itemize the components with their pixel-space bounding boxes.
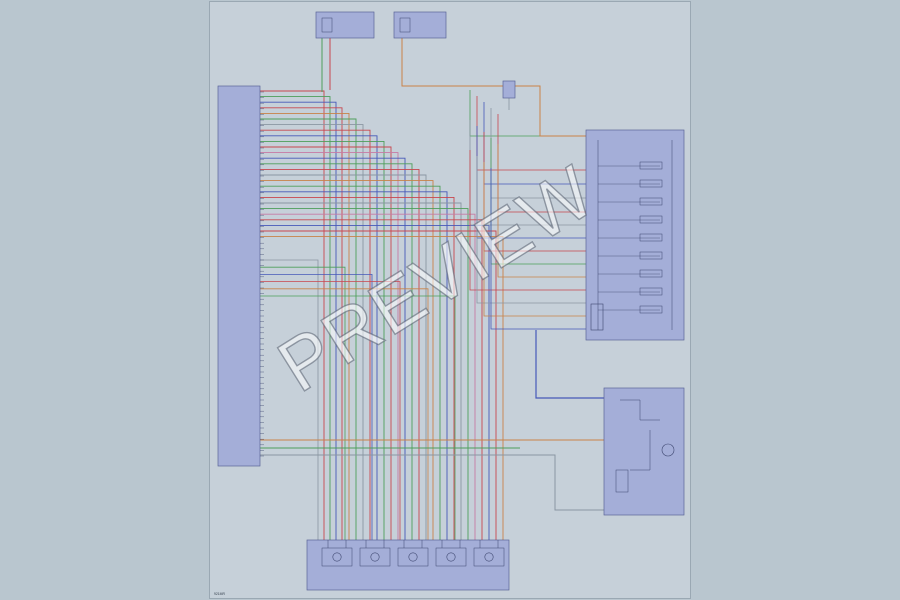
relay-contact [639, 161, 663, 170]
bus-wire-lower [260, 288, 429, 545]
bus-wire [260, 208, 469, 545]
relay-wire [469, 90, 586, 137]
bus-wire [260, 185, 441, 545]
bus-wire [260, 196, 455, 545]
relay-contact [639, 233, 663, 242]
bus-wire [260, 96, 331, 545]
detail-layer [260, 17, 675, 567]
sensor-icon [484, 552, 494, 562]
bus-wire [260, 219, 483, 545]
fuse-element [399, 17, 411, 33]
bus-wire-lower [260, 259, 319, 545]
bus-wire [260, 174, 427, 545]
fuse-element [321, 17, 333, 33]
relay-block [590, 303, 604, 331]
relay-wire [497, 144, 586, 278]
bus-wire-lower [260, 295, 456, 545]
bus-wire [260, 135, 378, 545]
bus-wire [260, 213, 476, 545]
preview-watermark: PREVIEW [264, 149, 609, 408]
relay-contact [639, 251, 663, 260]
sensor-icon [408, 552, 418, 562]
left-control-module [217, 85, 261, 467]
bus-wire [260, 101, 337, 545]
sensor-icon [332, 552, 342, 562]
bus-wire [260, 129, 371, 545]
relay-contact [639, 269, 663, 278]
relay-wire [476, 156, 586, 304]
bus-wire-lower [260, 266, 346, 545]
bus-wire [260, 157, 406, 545]
bus-wire [260, 146, 392, 545]
relay-wire [490, 168, 586, 330]
relay-contact [639, 179, 663, 188]
bus-wire [260, 168, 420, 545]
relay-contact [639, 215, 663, 224]
bus-wire [260, 107, 343, 545]
relay-wire [469, 150, 586, 291]
wire-layer [260, 38, 604, 545]
sensor-housing [359, 547, 391, 567]
sensor-housing [435, 547, 467, 567]
pump-wire [260, 454, 604, 511]
relay-contact [639, 197, 663, 206]
bus-wire [260, 112, 350, 545]
pressure-switch-line [620, 399, 660, 421]
relay-wire [483, 162, 586, 317]
fuse-box-left [315, 11, 375, 39]
bottom-component-rack [306, 539, 510, 591]
pump-module [603, 387, 685, 516]
sensor-icon [370, 552, 380, 562]
pump-motor-icon [661, 443, 675, 457]
bus-wire [260, 163, 413, 545]
bus-wire [260, 118, 357, 545]
page-id: 921MR [214, 592, 225, 596]
bus-wire [260, 152, 399, 545]
pump-valve [615, 469, 629, 493]
bus-wire [260, 236, 504, 545]
bus-wire [260, 180, 434, 545]
sensor-icon [446, 552, 456, 562]
bus-wire [260, 191, 448, 545]
bus-wire [260, 202, 462, 545]
bus-wire [260, 124, 364, 545]
sensor-housing [473, 547, 505, 567]
bus-wire [260, 90, 325, 545]
bus-wire [260, 140, 385, 545]
fuse-feed [401, 38, 586, 137]
pump-line [630, 430, 651, 471]
relay-contact [639, 305, 663, 314]
bus-wire-lower [260, 281, 401, 545]
sensor-housing [321, 547, 353, 567]
relay-contact [639, 287, 663, 296]
relay-top [502, 80, 516, 99]
pump-wire [535, 330, 604, 399]
sensor-housing [397, 547, 429, 567]
fuse-box-right [393, 11, 447, 39]
